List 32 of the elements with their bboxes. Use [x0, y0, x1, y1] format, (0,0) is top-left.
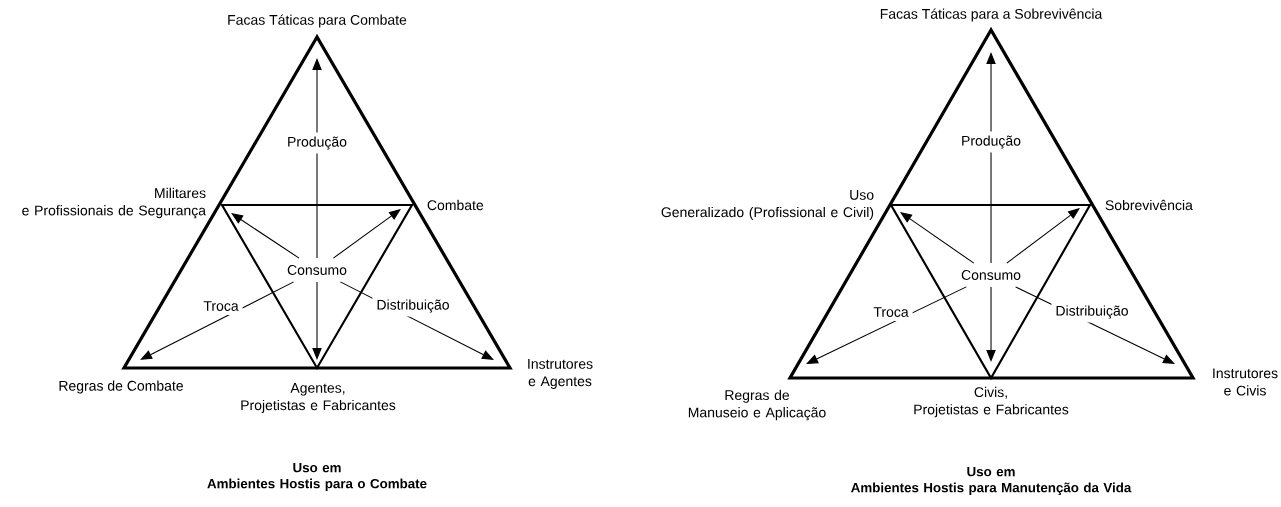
vertex-label: Agentes, Projetistas e Fabricantes	[241, 383, 396, 413]
edge-label: Produção	[957, 131, 1025, 153]
arrow	[140, 281, 295, 360]
vertex-label: Civis, Projetistas e Fabricantes	[914, 386, 1069, 418]
vertex-label: Militares e Profissionais de Segurança	[22, 187, 206, 219]
arrow	[332, 209, 401, 259]
vertex-label: Regras de Manuseio e Aplicação	[688, 389, 826, 421]
arrow	[312, 281, 322, 360]
center-label: Consumo	[961, 270, 1021, 280]
vertex-label: Facas Táticas para a Sobrevivência	[880, 8, 1103, 22]
edge-label: Produção	[283, 132, 351, 154]
arrow	[806, 286, 967, 364]
center-label: Consumo	[287, 265, 347, 275]
edge-label: Distribuição	[1051, 301, 1133, 323]
edge-label: Distribuição	[372, 295, 454, 317]
vertex-label: Instrutores e Agentes	[528, 359, 593, 389]
arrow	[1006, 208, 1080, 264]
caption: Uso em Ambientes Hostis para o Combate	[207, 463, 427, 491]
vertex-label: Instrutores e Civis	[1213, 368, 1278, 396]
caption: Uso em Ambientes Hostis para Manutenção da Vida	[851, 467, 1132, 495]
arrow	[312, 58, 322, 259]
arrow	[986, 286, 996, 362]
vertex-label: Regras de Combate	[59, 380, 183, 394]
vertex-label: Sobrevivência	[1105, 199, 1193, 211]
vertex-label: Combate	[427, 199, 484, 211]
edge-label: Troca	[199, 297, 243, 315]
arrow	[900, 212, 975, 264]
arrow	[231, 213, 300, 259]
vertex-label: Uso Generalizado (Profissional e Civil)	[661, 190, 874, 220]
vertex-label: Facas Táticas para Combate	[228, 14, 407, 28]
arrow	[986, 52, 996, 264]
edge-label: Troca	[869, 303, 913, 321]
